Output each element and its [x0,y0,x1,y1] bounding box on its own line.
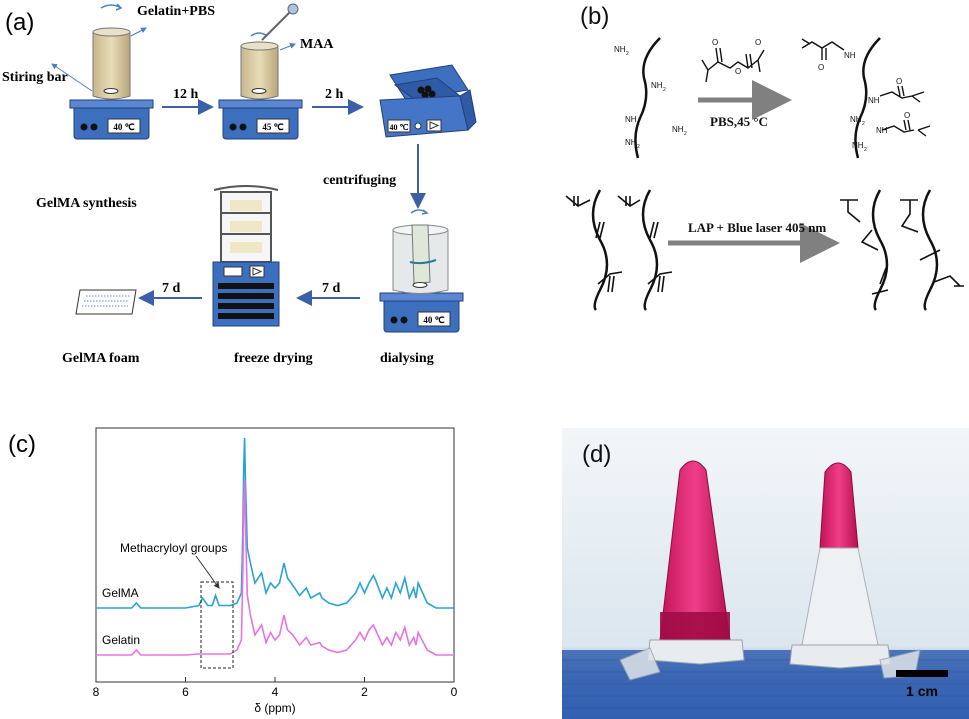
rotate-icon-1 [100,3,123,11]
series-label-gelatin: Gelatin [102,633,140,647]
panel-b-label: (b) [580,3,609,30]
label-7d-a: 7 d [162,281,181,296]
stirrer-1: 40 ℃ [69,99,154,140]
centrifuge: 40 ℃ [379,64,477,138]
svg-text:2: 2 [626,51,629,57]
svg-text:NH: NH [651,81,663,90]
label-7d-b: 7 d [322,281,341,296]
x-tick-label: 2 [361,685,368,699]
beaker-2 [240,3,299,100]
label-gelatin-pbs: Gelatin+PBS [137,4,215,19]
x-axis-label: δ (ppm) [254,701,295,715]
pipette-icon [261,11,291,41]
annotation-pointer [195,555,220,589]
beaker-1 [92,3,131,100]
pointer-maa [279,43,296,51]
gelatin-chain [634,37,661,159]
svg-text:O: O [712,38,718,47]
pointer-stiring-bar [51,63,93,92]
tube-gel [789,462,921,679]
freeze-dryer [212,185,280,327]
x-tick-label: 6 [182,685,189,699]
svg-text:O: O [818,63,824,72]
annotation-methacryloyl: Methacryloyl groups [120,541,227,555]
svg-text:NH: NH [672,125,684,134]
x-tick-label: 4 [272,685,279,699]
label-gelma-synthesis: GelMA synthesis [36,196,137,211]
temp-display-2: 45 ℃ [262,122,283,132]
rotate-icon-3 [410,209,429,215]
label-gelma-foam: GelMA foam [62,351,140,366]
svg-text:NH: NH [625,138,637,147]
panel-d-label: (d) [582,441,611,468]
x-tick-label: 8 [93,685,100,699]
temp-display-3: 40 ℃ [390,123,409,132]
svg-text:O: O [904,111,910,120]
panel-a: (a) 40 ℃ Stiring bar Gelatin+PBS 12 h [2,3,477,366]
svg-text:NH: NH [844,51,856,60]
label-pbs: PBS,45 °C [710,114,768,129]
gelma-foam [75,289,137,315]
series-label-gelma: GelMA [102,586,139,600]
gelma-chain [854,37,881,159]
svg-text:NH: NH [876,126,888,135]
panel-d: (d) 1 cm [562,428,969,719]
label-centrifuging: centrifuging [323,173,396,188]
svg-text:2: 2 [864,147,867,153]
svg-text:NH: NH [850,115,862,124]
label-2h: 2 h [325,87,344,102]
label-dialysing: dialysing [380,351,434,366]
label-maa: MAA [300,37,334,52]
svg-text:O: O [755,38,761,47]
svg-text:2: 2 [684,131,687,137]
methacryloyl-box [200,581,234,669]
nmr-spectra [96,437,454,656]
series-line-gelma [96,437,454,609]
label-stiring-bar: Stiring bar [2,70,68,85]
svg-text:NH: NH [852,141,864,150]
label-12h: 12 h [173,87,199,102]
x-tick-label: 0 [451,685,458,699]
scale-bar [896,670,948,677]
panel-c: (c) 8 6 4 2 0 Methacryloyl groups GelMA Gela… [8,427,458,715]
svg-text:NH: NH [614,45,626,54]
svg-text:NH: NH [868,96,880,105]
dialysis-setup: 40 ℃ [379,209,464,333]
svg-text:NH: NH [625,115,637,124]
x-axis-ticks: 8 6 4 2 0 [93,677,458,699]
svg-text:2: 2 [862,121,865,127]
temp-display-4: 40 ℃ [423,315,444,325]
tube-liquid [619,460,745,681]
svg-text:2: 2 [663,87,666,93]
panel-c-label: (c) [8,431,36,458]
crosslinked-network [871,189,939,311]
pointer-gelatin-pbs [130,27,147,37]
stirrer-2: 45 ℃ [218,99,303,140]
scale-label: 1 cm [906,683,938,699]
series-line-gelatin [96,479,454,656]
panel-a-label: (a) [5,9,34,36]
svg-text:O: O [735,67,741,76]
label-freeze-drying: freeze drying [234,351,313,366]
rotate-icon-2 [250,32,268,37]
temp-display-1: 40 ℃ [113,122,134,132]
methacryloyl-groups [801,38,931,137]
pre-crosslink-chains [591,189,659,311]
methacrylic-anhydride [701,47,765,83]
svg-text:2: 2 [637,121,640,127]
label-lap: LAP + Blue laser 405 nm [688,220,826,235]
svg-text:2: 2 [637,144,640,150]
svg-text:O: O [896,77,902,86]
plot-frame [95,427,455,683]
